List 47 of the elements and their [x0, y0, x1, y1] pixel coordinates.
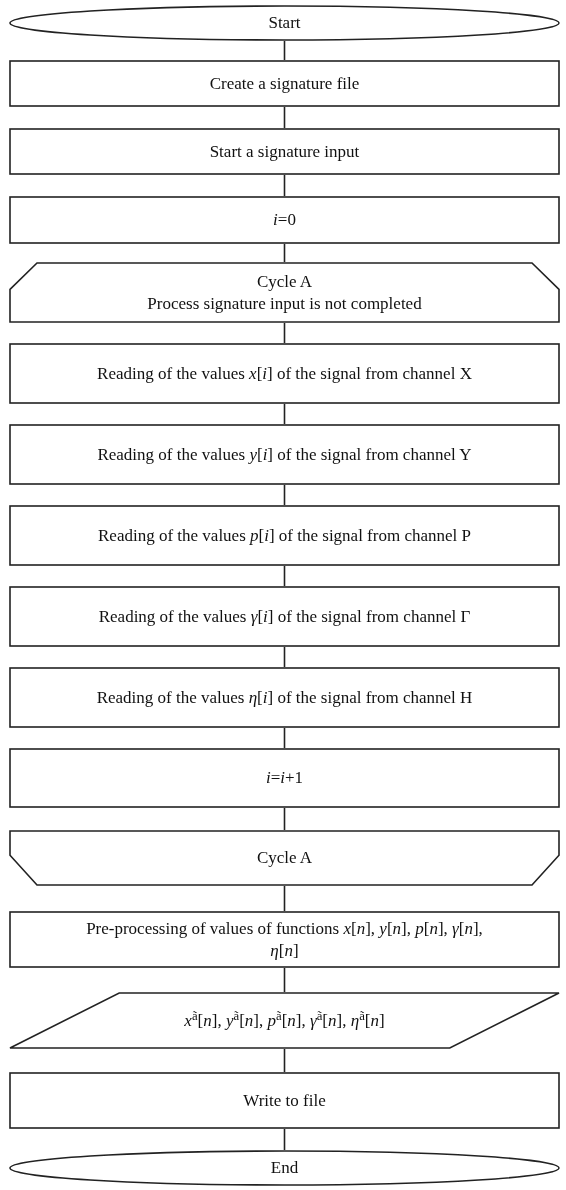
node-label: Cycle A: [256, 847, 313, 869]
connector-line: [283, 885, 286, 912]
connector-line: [283, 807, 286, 831]
process-box: [9, 343, 560, 404]
loop-end-shape: [9, 830, 560, 886]
process-box: [9, 60, 560, 107]
terminator-ellipse: [9, 5, 560, 41]
connector-line: [283, 174, 286, 197]
connector-line: [283, 1048, 286, 1073]
node-label: Start: [268, 12, 301, 34]
node-label: Reading of the values x[i] of the signal from channel X: [97, 362, 472, 385]
connector-line: [283, 967, 286, 993]
node-label: Process signature input is not completed: [147, 292, 422, 314]
process-box: [9, 911, 560, 968]
node-label: Start a signature input: [209, 140, 360, 163]
connector-line: [283, 1128, 286, 1151]
node-label: i=i+1: [265, 767, 304, 789]
node-label: End: [270, 1157, 299, 1179]
loop-start-shape: [9, 262, 560, 323]
process-box: [9, 667, 560, 728]
process-box: [9, 505, 560, 566]
node-label: Reading of the values p[i] of the signal from channel P: [98, 524, 471, 547]
node-label: Write to file: [243, 1089, 326, 1112]
node-label: Pre-processing of values of functions x[n], y[n], p[n], γ[n], η[n]: [85, 918, 484, 961]
node-label: i=0: [273, 209, 296, 231]
node-label: Reading of the values y[i] of the signal from channel Y: [97, 443, 472, 466]
process-box: [9, 586, 560, 647]
connector-line: [283, 322, 286, 344]
process-box: [9, 1072, 560, 1129]
process-box: [9, 748, 560, 808]
connector-line: [283, 484, 286, 506]
data-parallelogram: [9, 992, 560, 1049]
terminator-ellipse: [9, 1150, 560, 1186]
node-label: Cycle A: [256, 271, 313, 293]
connector-line: [283, 403, 286, 425]
process-box: [9, 424, 560, 485]
process-box: [9, 196, 560, 244]
connector-line: [283, 106, 286, 129]
node-label: Reading of the values η[i] of the signal from channel H: [96, 686, 473, 709]
connector-line: [283, 40, 286, 61]
connector-line: [283, 646, 286, 668]
connector-line: [283, 565, 286, 587]
node-label: x$^{ã}$[n], y$^{ã}$[n], p$^{ã}$[n], γ$^{ã}$[n], η$^{ã}$[n]: [184, 1009, 385, 1032]
node-label: Create a signature file: [209, 72, 360, 95]
connector-line: [283, 727, 286, 749]
process-box: [9, 128, 560, 175]
node-label: Reading of the values γ[i] of the signal from channel Γ: [98, 605, 471, 628]
